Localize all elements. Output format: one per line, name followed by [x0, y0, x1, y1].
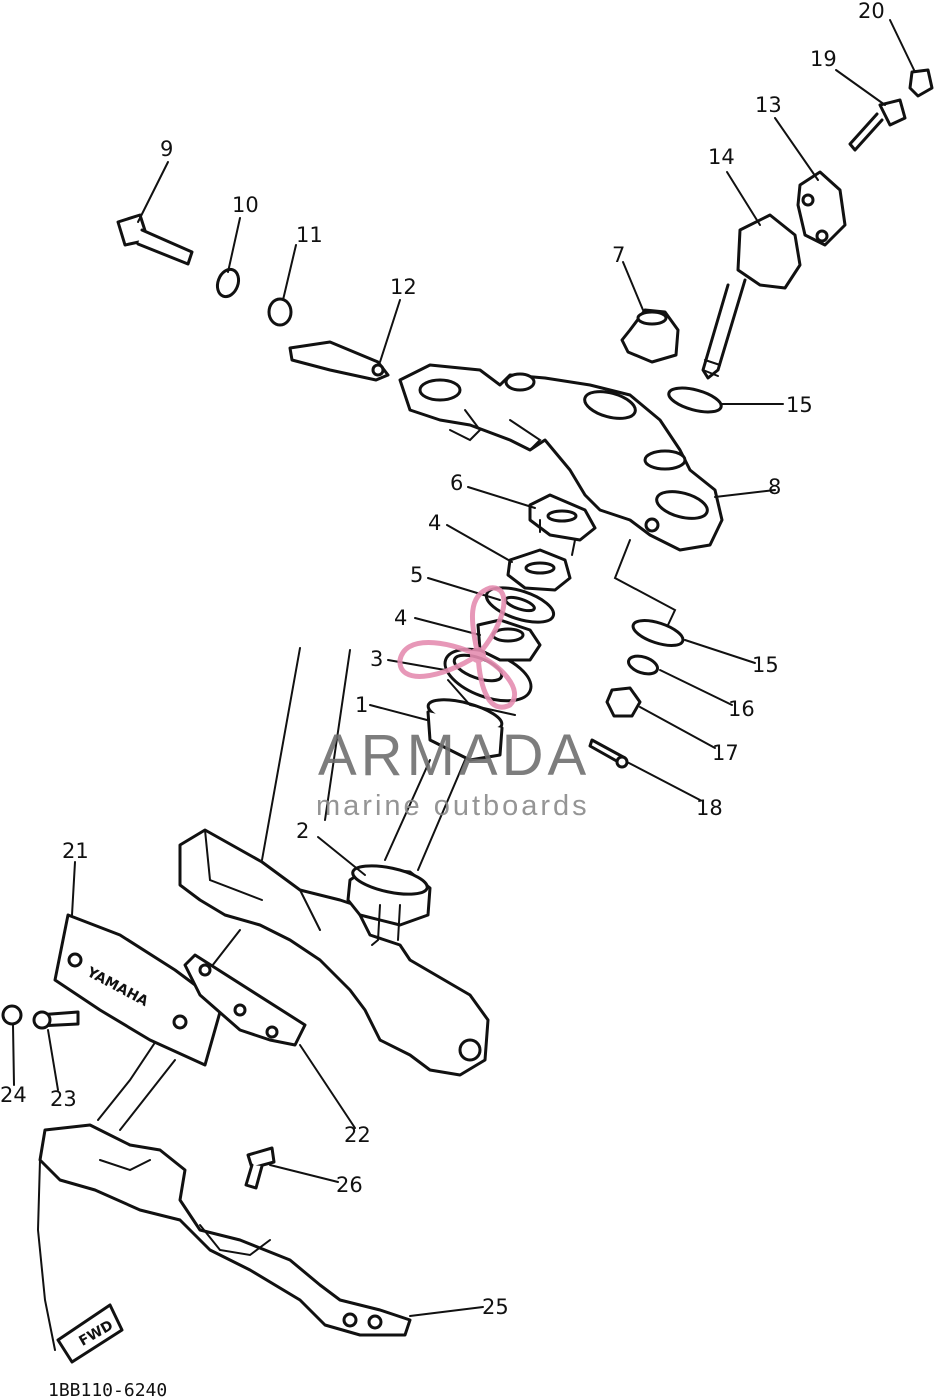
part-12-plate — [288, 340, 390, 382]
label-6: 6 — [450, 471, 463, 495]
part-16-washer — [627, 654, 659, 676]
label-1: 1 — [355, 693, 368, 717]
part-20-nut — [908, 68, 934, 98]
lower-bracket-25 — [36, 1123, 412, 1351]
watermark-subtitle: marine outboards — [316, 790, 590, 822]
stem-line — [384, 759, 431, 861]
label-9: 9 — [160, 137, 173, 161]
label-12: 12 — [390, 275, 417, 299]
label-3: 3 — [370, 647, 383, 671]
part-13-clamp — [796, 170, 847, 247]
part-6-lock-washer — [528, 493, 597, 556]
stem-line-2 — [417, 759, 466, 871]
fwd-emblem: FWD — [56, 1303, 124, 1364]
part-4-nut-upper — [506, 548, 572, 592]
label-22: 22 — [344, 1123, 371, 1147]
part-8-upper-bracket — [398, 363, 724, 552]
label-7: 7 — [612, 243, 625, 267]
part-14-holder — [701, 213, 802, 380]
part-9-bolt — [116, 213, 194, 266]
label-18: 18 — [696, 796, 723, 820]
label-4-lower: 4 — [394, 606, 407, 630]
label-20: 20 — [858, 0, 885, 23]
watermark: ARMADA marine outboards — [316, 585, 590, 822]
label-15-upper: 15 — [786, 393, 813, 417]
diagram-code: 1BB110-6240 — [48, 1380, 167, 1400]
part-1-bearing — [426, 698, 504, 762]
watermark-logo-icon — [397, 585, 518, 710]
label-4-upper: 4 — [428, 511, 441, 535]
frame-assembly — [97, 647, 490, 1131]
part-15-washer-upper — [667, 386, 723, 414]
part-19-bolt — [848, 98, 907, 152]
label-26: 26 — [336, 1173, 363, 1197]
label-8: 8 — [768, 475, 781, 499]
label-2: 2 — [296, 819, 309, 843]
part-7-cap — [620, 308, 680, 364]
part-21-cover: YAMAHA — [53, 913, 224, 1067]
label-23: 23 — [50, 1087, 77, 1111]
label-11: 11 — [296, 223, 323, 247]
label-13: 13 — [755, 93, 782, 117]
label-15-lower: 15 — [752, 653, 779, 677]
label-19: 19 — [810, 47, 837, 71]
label-17: 17 — [712, 741, 739, 765]
part-18-pin — [588, 738, 629, 769]
part-15-washer-lower — [631, 619, 685, 647]
part-26-bolt — [244, 1146, 276, 1190]
label-5: 5 — [410, 563, 423, 587]
part-22-plate — [183, 953, 307, 1047]
label-14: 14 — [708, 145, 735, 169]
part-2-bearing — [346, 864, 432, 946]
part-10-washer — [215, 267, 241, 299]
label-21: 21 — [62, 839, 89, 863]
part-11-washer — [267, 297, 293, 327]
watermark-title: ARMADA — [318, 723, 590, 788]
linkage-line — [613, 539, 677, 626]
label-10: 10 — [232, 193, 259, 217]
label-25: 25 — [482, 1295, 509, 1319]
label-24: 24 — [0, 1083, 27, 1107]
part-23-bolt — [32, 1010, 80, 1030]
label-16: 16 — [728, 697, 755, 721]
part-24-nut — [1, 1004, 23, 1026]
part-17-nut — [605, 686, 642, 718]
